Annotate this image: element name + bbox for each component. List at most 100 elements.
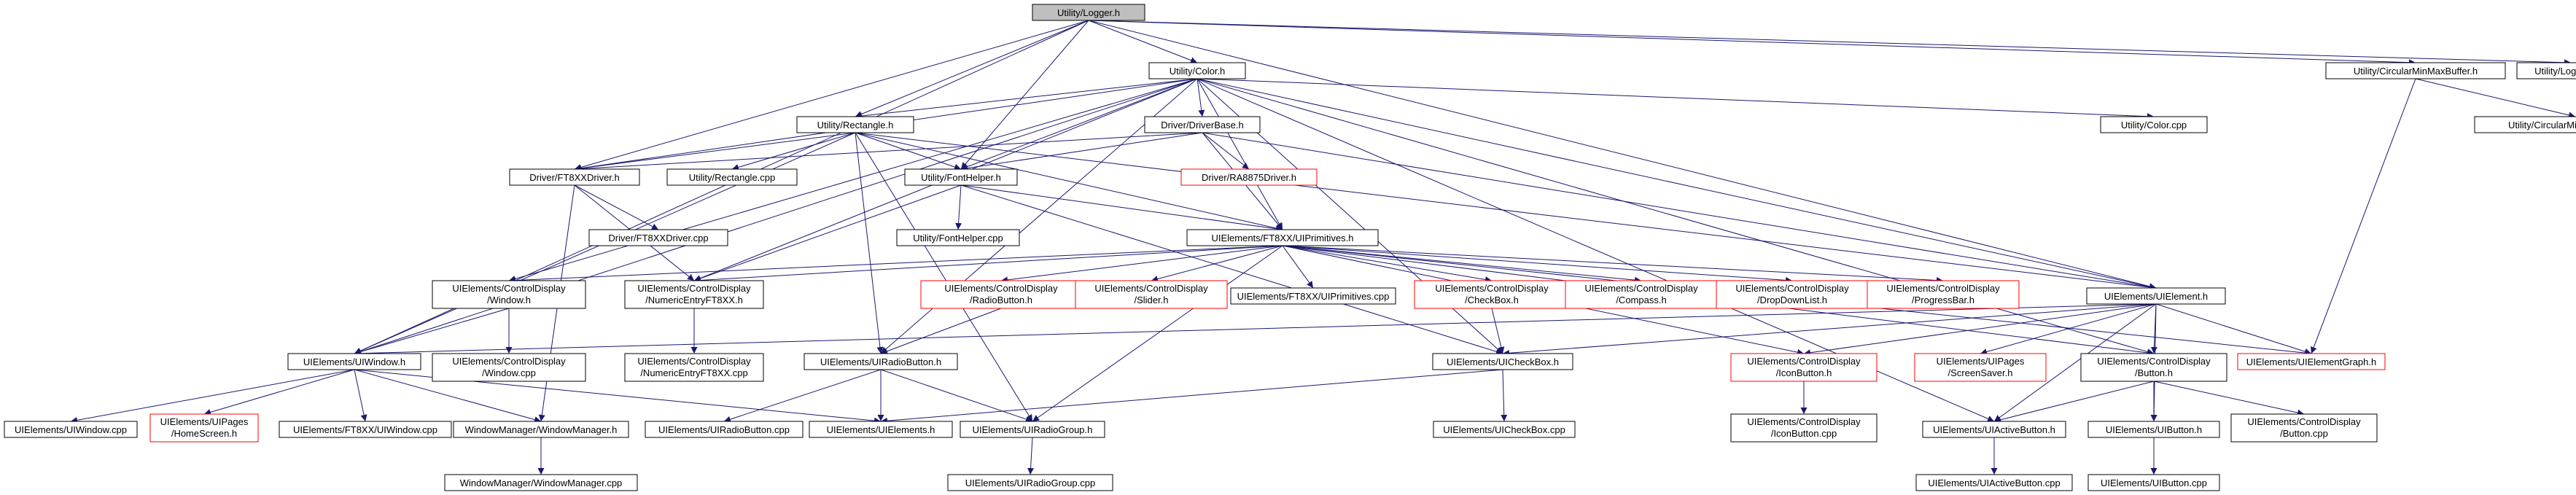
node-ra8875-h[interactable]: Driver/RA8875Driver.h — [1180, 168, 1318, 186]
node-cmm-h[interactable]: Utility/CircularMinMaxBuffer.h — [2325, 62, 2506, 79]
node-box[interactable] — [588, 229, 728, 246]
node-box[interactable] — [920, 280, 1082, 309]
node-cd-button-h[interactable]: UIElements/ControlDisplay/Button.h — [2080, 353, 2227, 382]
node-logger-h[interactable]: Utility/Logger.h — [1032, 4, 1145, 21]
node-uiwindow-cpp[interactable]: UIElements/UIWindow.cpp — [4, 421, 138, 438]
node-uiradiogroup-h[interactable]: UIElements/UIRadioGroup.h — [960, 421, 1105, 438]
node-rect-cpp[interactable]: Utility/Rectangle.cpp — [666, 168, 798, 186]
node-cd-numeric-cpp[interactable]: UIElements/ControlDisplay/NumericEntryFT… — [624, 353, 764, 382]
node-cd-checkbox-h[interactable]: UIElements/ControlDisplay/CheckBox.h — [1414, 280, 1570, 309]
node-cd-window-cpp[interactable]: UIElements/ControlDisplay/Window.cpp — [432, 353, 586, 382]
node-cd-dropdown-h[interactable]: UIElements/ControlDisplay/DropDownList.h — [1716, 280, 1869, 309]
node-ft8xx-h[interactable]: Driver/FT8XXDriver.h — [509, 168, 640, 186]
node-box[interactable] — [1565, 280, 1718, 309]
node-box[interactable] — [287, 353, 421, 370]
node-uiprim-h[interactable]: UIElements/FT8XX/UIPrimitives.h — [1186, 229, 1379, 246]
node-box[interactable] — [1075, 280, 1228, 309]
node-box[interactable] — [2230, 413, 2378, 443]
node-cd-progress-h[interactable]: UIElements/ControlDisplay/ProgressBar.h — [1867, 280, 2020, 309]
node-cd-button-cpp[interactable]: UIElements/ControlDisplay/Button.cpp — [2230, 413, 2378, 443]
node-box[interactable] — [1148, 62, 1246, 79]
node-ft8xx-cpp[interactable]: Driver/FT8XXDriver.cpp — [588, 229, 728, 246]
node-box[interactable] — [2474, 116, 2576, 133]
node-uiradiogroup-cpp[interactable]: UIElements/UIRadioGroup.cpp — [947, 474, 1113, 491]
node-box[interactable] — [279, 421, 452, 438]
node-cd-window-h[interactable]: UIElements/ControlDisplay/Window.h — [432, 280, 586, 309]
node-box[interactable] — [2087, 474, 2220, 491]
node-box[interactable] — [904, 168, 1018, 186]
node-box[interactable] — [1032, 4, 1145, 21]
node-uiactive-h[interactable]: UIElements/UIActiveButton.h — [1922, 421, 2066, 438]
node-box[interactable] — [432, 353, 586, 382]
node-box[interactable] — [4, 421, 138, 438]
node-box[interactable] — [2086, 287, 2226, 305]
node-box[interactable] — [1922, 421, 2066, 438]
node-fonthelper-h[interactable]: Utility/FontHelper.h — [904, 168, 1018, 186]
node-box[interactable] — [1433, 421, 1576, 438]
node-rect-h[interactable]: Utility/Rectangle.h — [796, 116, 914, 133]
node-uibutton-h[interactable]: UIElements/UIButton.h — [2087, 421, 2220, 438]
node-box[interactable] — [1144, 116, 1261, 133]
node-cd-compass-h[interactable]: UIElements/ControlDisplay/Compass.h — [1565, 280, 1718, 309]
node-box[interactable] — [2100, 116, 2208, 133]
node-uielements-h[interactable]: UIElements/UIElements.h — [809, 421, 953, 438]
node-cd-iconbtn-cpp[interactable]: UIElements/ControlDisplay/IconButton.cpp — [1730, 413, 1877, 443]
node-uiwindow-h[interactable]: UIElements/UIWindow.h — [287, 353, 421, 370]
node-box[interactable] — [1432, 353, 1573, 370]
node-box[interactable] — [453, 421, 629, 438]
node-uiprim-cpp[interactable]: UIElements/FT8XX/UIPrimitives.cpp — [1230, 287, 1396, 305]
node-box[interactable] — [1914, 353, 2047, 382]
node-box[interactable] — [149, 413, 259, 443]
node-box[interactable] — [1186, 229, 1379, 246]
node-box[interactable] — [2516, 62, 2576, 79]
node-box[interactable] — [432, 280, 586, 309]
node-cd-numeric-h[interactable]: UIElements/ControlDisplay/NumericEntryFT… — [624, 280, 764, 309]
node-uiradio-cpp[interactable]: UIElements/UIRadioButton.cpp — [645, 421, 803, 438]
node-box[interactable] — [1915, 474, 2073, 491]
node-ft8xx-uiwindow-cpp[interactable]: UIElements/FT8XX/UIWindow.cpp — [279, 421, 452, 438]
node-box[interactable] — [896, 229, 1020, 246]
node-wm-cpp[interactable]: WindowManager/WindowManager.cpp — [444, 474, 638, 491]
node-ui-homescreen-h[interactable]: UIElements/UIPages/HomeScreen.h — [149, 413, 259, 443]
node-box[interactable] — [444, 474, 638, 491]
node-cd-slider-h[interactable]: UIElements/ControlDisplay/Slider.h — [1075, 280, 1228, 309]
node-box[interactable] — [2087, 421, 2220, 438]
node-cmm-cpp[interactable]: Utility/CircularMinMaxBuffer.cpp — [2474, 116, 2576, 133]
node-box[interactable] — [645, 421, 803, 438]
node-uibutton-cpp[interactable]: UIElements/UIButton.cpp — [2087, 474, 2220, 491]
node-uielement-h[interactable]: UIElements/UIElement.h — [2086, 287, 2226, 305]
node-box[interactable] — [1230, 287, 1396, 305]
node-color-cpp[interactable]: Utility/Color.cpp — [2100, 116, 2208, 133]
node-box[interactable] — [1414, 280, 1570, 309]
node-color-h[interactable]: Utility/Color.h — [1148, 62, 1246, 79]
node-uigraph-h[interactable]: UIElements/UIElementGraph.h — [2237, 353, 2386, 370]
node-box[interactable] — [624, 280, 764, 309]
node-box[interactable] — [1716, 280, 1869, 309]
node-box[interactable] — [624, 353, 764, 382]
node-box[interactable] — [809, 421, 953, 438]
node-box[interactable] — [2237, 353, 2386, 370]
node-cd-radio-h[interactable]: UIElements/ControlDisplay/RadioButton.h — [920, 280, 1082, 309]
node-uiactive-cpp[interactable]: UIElements/UIActiveButton.cpp — [1915, 474, 2073, 491]
node-uiradio-h[interactable]: UIElements/UIRadioButton.h — [803, 353, 958, 370]
node-cd-iconbtn-h[interactable]: UIElements/ControlDisplay/IconButton.h — [1730, 353, 1877, 382]
node-box[interactable] — [2325, 62, 2506, 79]
node-box[interactable] — [666, 168, 798, 186]
node-box[interactable] — [1730, 353, 1877, 382]
node-box[interactable] — [796, 116, 914, 133]
node-box[interactable] — [947, 474, 1113, 491]
node-box[interactable] — [2080, 353, 2227, 382]
node-uicheck-cpp[interactable]: UIElements/UICheckBox.cpp — [1433, 421, 1576, 438]
node-box[interactable] — [1730, 413, 1877, 443]
node-uicheck-h[interactable]: UIElements/UICheckBox.h — [1432, 353, 1573, 370]
node-fonthelper-cpp[interactable]: Utility/FontHelper.cpp — [896, 229, 1020, 246]
node-logger-cpp[interactable]: Utility/Logger.cpp — [2516, 62, 2576, 79]
node-driverbase-h[interactable]: Driver/DriverBase.h — [1144, 116, 1261, 133]
node-box[interactable] — [803, 353, 958, 370]
node-ui-screensaver-h[interactable]: UIElements/UIPages/ScreenSaver.h — [1914, 353, 2047, 382]
node-box[interactable] — [509, 168, 640, 186]
node-box[interactable] — [1867, 280, 2020, 309]
node-box[interactable] — [1180, 168, 1318, 186]
node-wm-h[interactable]: WindowManager/WindowManager.h — [453, 421, 629, 438]
node-box[interactable] — [960, 421, 1105, 438]
